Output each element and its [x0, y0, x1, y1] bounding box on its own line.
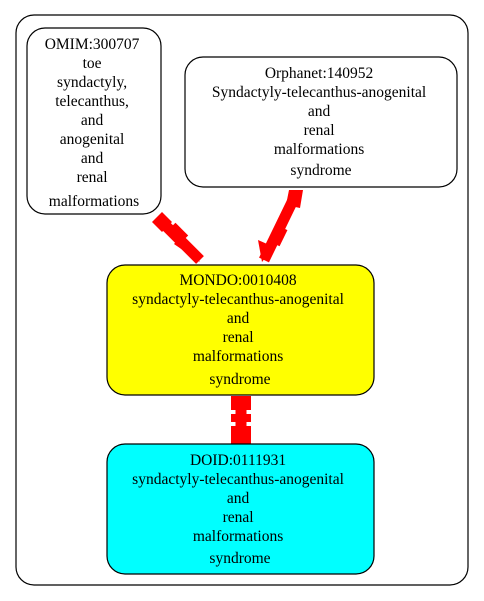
edge-head-marker [174, 235, 200, 262]
node-doid[interactable]: DOID:0111931 syndactyly-telecanthus-anog… [106, 443, 375, 575]
node-doid-label: DOID:0111931 syndactyly-telecanthus-anog… [132, 452, 348, 567]
edges-layer [152, 190, 303, 444]
edge-mid-marker [169, 222, 189, 242]
edge-head-marker [258, 240, 274, 262]
node-mondo-line: and [227, 310, 250, 327]
edge-head-marker [231, 426, 251, 444]
node-orphanet-line: malformations [274, 141, 364, 158]
node-doid-line: and [227, 490, 250, 507]
node-omim-label: OMIM:300707 toe syndactyly, telecanthus,… [45, 36, 144, 210]
edge-omim-to-mondo [152, 212, 204, 264]
node-orphanet-line: renal [304, 122, 335, 139]
node-mondo-line: renal [223, 329, 254, 346]
node-omim-line: anogenital [60, 131, 125, 148]
node-omim-line: telecanthus, [55, 93, 129, 110]
node-orphanet-line: Syndactyly-telecanthus-anogenital [212, 84, 426, 101]
cluster-border [15, 14, 469, 586]
node-doid-line: malformations [193, 528, 283, 545]
node-omim[interactable]: OMIM:300707 toe syndactyly, telecanthus,… [26, 27, 162, 215]
node-mondo-line: syndrome [209, 371, 270, 388]
edge-tail-marker [152, 212, 172, 232]
node-omim-line: toe [83, 55, 102, 72]
edge-orphanet-to-mondo [258, 190, 303, 263]
edge-mid-marker [271, 226, 288, 247]
node-doid-line: syndactyly-telecanthus-anogenital [132, 471, 344, 488]
node-omim-line: OMIM:300707 [45, 36, 140, 53]
node-mondo-label: MONDO:0010408 syndactyly-telecanthus-ano… [132, 272, 348, 388]
node-doid-line: renal [223, 509, 254, 526]
node-orphanet-line: and [308, 103, 331, 120]
node-doid-box [106, 443, 375, 575]
node-orphanet-line: Orphanet:140952 [265, 65, 373, 82]
node-omim-line: and [81, 150, 104, 167]
node-mondo-line: MONDO:0010408 [180, 272, 297, 289]
node-doid-line: syndrome [209, 550, 270, 567]
node-omim-line: renal [77, 169, 108, 186]
edge-tail-marker [231, 396, 251, 410]
node-omim-line: malformations [49, 193, 139, 210]
node-orphanet-box [184, 56, 458, 188]
node-mondo-box [106, 264, 375, 396]
node-orphanet[interactable]: Orphanet:140952 Syndactyly-telecanthus-a… [184, 56, 458, 188]
node-omim-line: syndactyly, [57, 74, 127, 91]
node-orphanet-line: syndrome [290, 162, 351, 179]
node-mondo-line: syndactyly-telecanthus-anogenital [132, 291, 344, 308]
edge-mid-marker [231, 414, 251, 422]
node-mondo[interactable]: MONDO:0010408 syndactyly-telecanthus-ano… [106, 264, 375, 396]
edge-mondo-to-doid [231, 396, 251, 444]
node-mondo-line: malformations [193, 348, 283, 365]
edge-tail-marker [286, 190, 303, 208]
node-doid-line: DOID:0111931 [190, 452, 286, 469]
node-omim-box [26, 27, 162, 215]
node-orphanet-label: Orphanet:140952 Syndactyly-telecanthus-a… [212, 65, 430, 179]
node-omim-line: and [81, 112, 104, 129]
